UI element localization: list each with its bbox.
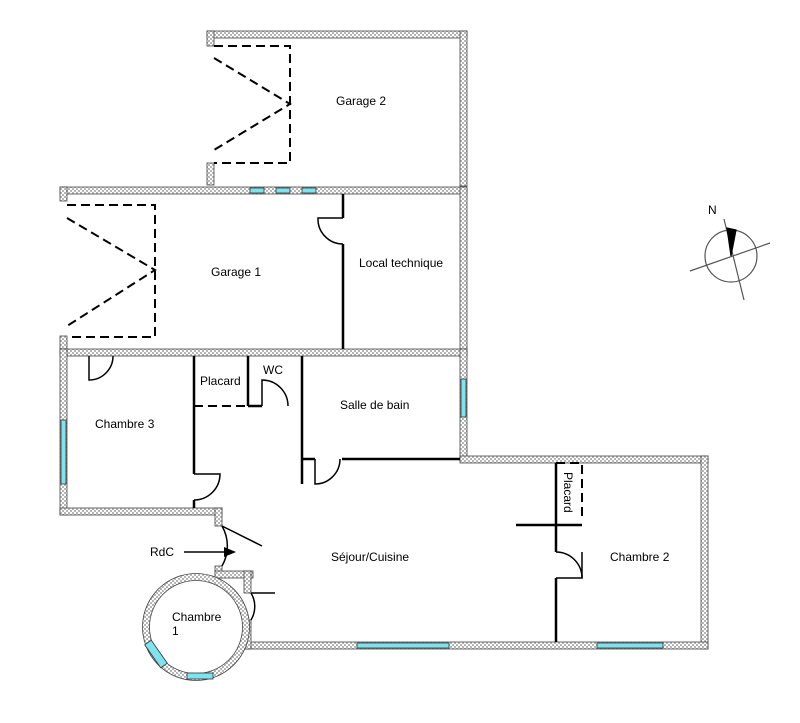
garage2-door-folding xyxy=(213,45,292,164)
window-chambre1-b xyxy=(186,672,214,680)
chambre1-round-wall-outline-out xyxy=(142,573,250,681)
middle-wall xyxy=(59,348,468,357)
label-local-technique: Local technique xyxy=(359,256,443,270)
window-salle-de-bain xyxy=(460,378,467,418)
window-chambre2 xyxy=(596,642,664,649)
chambre2-wall-right xyxy=(700,455,709,650)
window-chambre3 xyxy=(60,419,67,485)
label-wc: WC xyxy=(263,363,283,377)
door-entree xyxy=(221,525,229,567)
doors xyxy=(88,217,583,621)
window-sejour xyxy=(356,642,450,649)
garage1-wall-left-top xyxy=(59,186,68,202)
garage2-wall-right xyxy=(459,30,468,187)
label-chambre2: Chambre 2 xyxy=(610,550,670,564)
label-chambre1: Chambre xyxy=(172,610,222,624)
garage1-door-folding xyxy=(66,204,157,338)
garage2-wall-left-top xyxy=(206,30,215,47)
label-salle-de-bain: Salle de bain xyxy=(340,398,409,412)
window-chambre1-a xyxy=(144,639,168,669)
door-entree-leaf xyxy=(221,525,263,547)
label-entrance: RdC xyxy=(150,545,174,559)
entry-wall-lower-h xyxy=(214,570,254,579)
chambre1-wall-stub xyxy=(243,570,252,594)
label-chambre1-num: 1 xyxy=(172,624,179,638)
external-walls xyxy=(59,30,709,681)
window-garage1-2 xyxy=(275,187,291,194)
door-chambre2 xyxy=(555,551,583,579)
dashed-elements xyxy=(66,45,583,518)
label-sejour: Séjour/Cuisine xyxy=(331,550,409,564)
interior-walls xyxy=(192,194,582,642)
label-placard1: Placard xyxy=(200,374,241,388)
door-salle-de-bain xyxy=(314,458,341,485)
entry-wall-upper xyxy=(214,507,223,527)
label-placard2: Placard xyxy=(561,472,575,513)
door-chambre3-low xyxy=(193,473,221,501)
window-garage1-3 xyxy=(301,187,317,194)
door-local-technique xyxy=(317,217,344,245)
local-wall-right xyxy=(459,186,468,358)
chambre2-wall-top xyxy=(459,455,709,464)
label-chambre3: Chambre 3 xyxy=(95,417,155,431)
label-garage1: Garage 1 xyxy=(211,265,261,279)
chambre3-wall-bottom xyxy=(59,507,223,516)
windows xyxy=(60,187,664,680)
label-garage2: Garage 2 xyxy=(336,94,386,108)
garage2-wall-top xyxy=(206,30,468,39)
entrance-arrow-icon xyxy=(184,547,236,557)
door-chambre3 xyxy=(88,355,114,381)
door-wc xyxy=(261,379,289,407)
garage2-wall-left-bottom xyxy=(206,162,215,186)
label-compass-north: N xyxy=(708,203,717,217)
compass-icon xyxy=(689,218,771,301)
placard2-dash xyxy=(556,462,583,518)
window-garage1-1 xyxy=(249,187,265,194)
door-chambre1 xyxy=(250,592,256,621)
